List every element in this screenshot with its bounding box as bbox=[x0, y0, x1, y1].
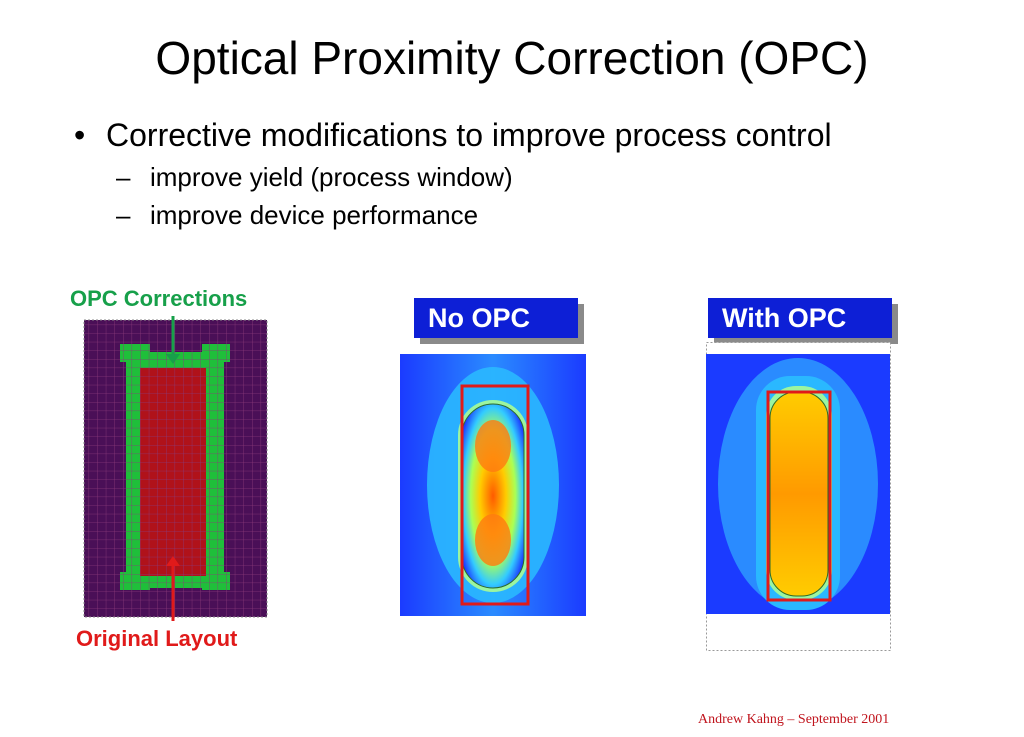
sub-marker: – bbox=[116, 162, 131, 192]
footer-credit: Andrew Kahng – September 2001 bbox=[698, 712, 890, 727]
original-layout-label: Original Layout bbox=[76, 626, 238, 651]
sub-bullet-text: improve yield (process window) bbox=[150, 162, 513, 192]
layout-grid-figure bbox=[83, 316, 268, 621]
sub-bullet-text: improve device performance bbox=[150, 200, 479, 230]
tag-no-opc: No OPC bbox=[414, 298, 578, 338]
sub-marker: – bbox=[116, 200, 131, 230]
opc-corrections-label: OPC Corrections bbox=[70, 286, 248, 311]
with-opc-simulation bbox=[706, 342, 891, 651]
bullet-marker: • bbox=[74, 117, 86, 153]
sub-bullet-1: –improve yield (process window) bbox=[116, 161, 513, 193]
bullet-text: Corrective modifications to improve proc… bbox=[106, 117, 832, 153]
tag-with-opc: With OPC bbox=[708, 298, 892, 338]
main-bullet: • Corrective modifications to improve pro… bbox=[74, 115, 832, 155]
no-opc-simulation bbox=[400, 354, 586, 616]
sub-bullet-2: –improve device performance bbox=[116, 199, 478, 231]
slide-title: Optical Proximity Correction (OPC) bbox=[155, 32, 869, 84]
